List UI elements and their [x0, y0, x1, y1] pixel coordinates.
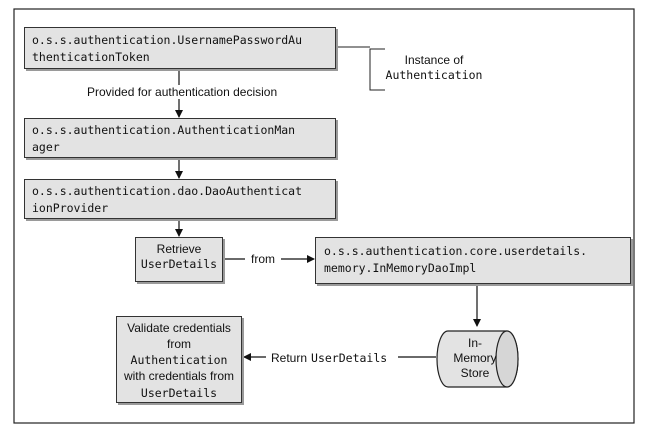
outer-frame	[13, 8, 635, 424]
token-line-1: o.s.s.authentication.UsernamePasswordAu	[32, 33, 303, 47]
token-box: o.s.s.authentication.UsernamePasswordAu …	[24, 27, 336, 69]
authentication-manager-box: o.s.s.authentication.AuthenticationMan a…	[24, 118, 336, 158]
in-memory-store-cylinder	[436, 330, 519, 388]
dao-line-1: o.s.s.authentication.core.userdetails.	[324, 244, 588, 258]
dao-line-2: memory.InMemoryDaoImpl	[324, 261, 477, 275]
instance-of-annotation: Instance of Authentication	[374, 53, 494, 84]
from-label: from	[251, 252, 275, 266]
return-prefix: Return	[271, 351, 308, 365]
provider-line-1: o.s.s.authentication.dao.DaoAuthenticat	[32, 184, 303, 198]
retrieve-userdetails-box: Retrieve UserDetails	[135, 237, 223, 282]
validate-line-4: with credentials from	[123, 369, 235, 383]
manager-line-1: o.s.s.authentication.AuthenticationMan	[32, 123, 296, 137]
instance-of-label: Instance of	[404, 53, 464, 67]
return-userdetails-label: Return UserDetails	[271, 349, 387, 367]
token-line-2: thenticationToken	[32, 50, 150, 64]
store-line-3: Store	[460, 366, 490, 380]
dao-authentication-provider-box: o.s.s.authentication.dao.DaoAuthenticat …	[24, 179, 336, 219]
store-line-2: Memory	[453, 351, 497, 365]
validate-line-5: UserDetails	[140, 385, 218, 400]
validate-line-3: Authentication	[130, 353, 228, 367]
provider-line-2: ionProvider	[32, 201, 109, 215]
instance-of-class: Authentication	[385, 68, 483, 82]
in-memory-store-label: In- Memory Store	[443, 336, 507, 381]
store-line-1: In-	[467, 336, 482, 350]
inmemory-dao-impl-box: o.s.s.authentication.core.userdetails. m…	[315, 237, 631, 284]
retrieve-label: Retrieve	[156, 242, 202, 256]
provided-for-label: Provided for authentication decision	[85, 85, 280, 99]
validate-line-1: Validate credentials	[127, 321, 231, 335]
annotation-bracket	[369, 48, 385, 91]
validate-credentials-box: Validate credentials from Authentication…	[116, 316, 242, 403]
validate-line-2: from	[167, 336, 191, 351]
return-class: UserDetails	[311, 351, 388, 365]
retrieve-class: UserDetails	[140, 257, 218, 271]
manager-line-2: ager	[32, 140, 60, 154]
